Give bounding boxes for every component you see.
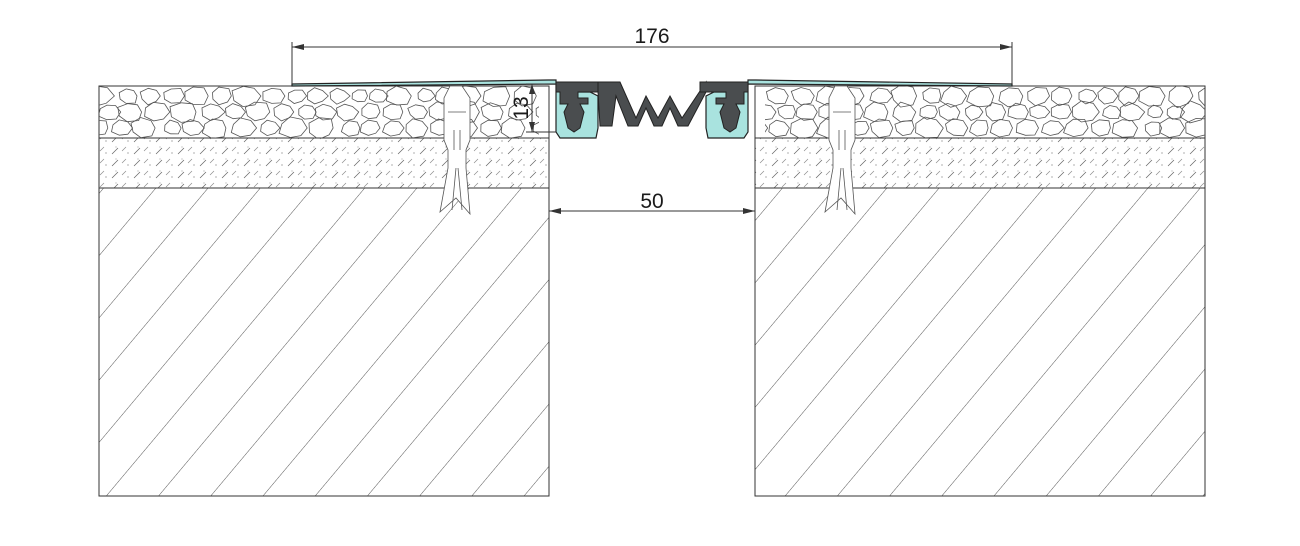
overall-width-dimension: 176	[291, 25, 1013, 84]
right-screed-layer	[754, 137, 1206, 189]
right-concrete-slab	[754, 187, 1206, 497]
gap-width-label: 50	[640, 190, 663, 213]
depth-label: 13	[510, 96, 533, 119]
overall-width-label: 176	[634, 25, 669, 48]
left-screed-layer	[98, 137, 550, 189]
right-aggregate-layer	[754, 85, 1206, 139]
right-anchor	[824, 85, 856, 216]
rubber-seal-insert	[555, 80, 749, 133]
left-aggregate-layer	[98, 85, 550, 139]
gap-width-dimension: 50	[549, 190, 755, 214]
left-concrete-slab	[98, 187, 550, 497]
depth-dimension: 13	[510, 83, 556, 133]
left-anchor	[439, 85, 471, 216]
